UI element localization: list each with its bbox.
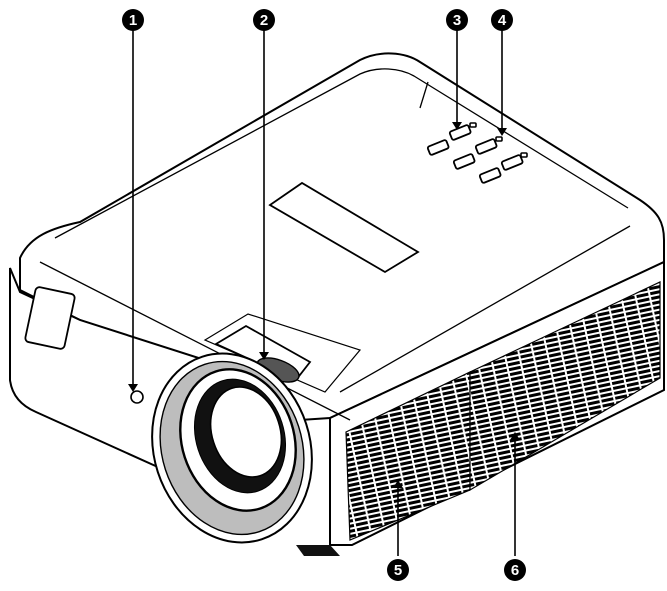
callout-number: 2: [260, 12, 268, 29]
callout-2: 2: [253, 9, 275, 31]
callout-5: 5: [387, 559, 409, 581]
status-leds: [469, 122, 528, 158]
callout-number: 3: [453, 12, 461, 29]
projector-foot: [296, 545, 340, 556]
callout-3: 3: [446, 9, 468, 31]
callout-1: 1: [122, 9, 144, 31]
leader-lines: [132, 28, 516, 556]
callout-6: 6: [504, 559, 526, 581]
ir-sensor: [130, 390, 144, 404]
lens: [151, 352, 313, 544]
body-edges: [39, 68, 631, 545]
callout-number: 4: [498, 12, 507, 29]
keypad: [426, 124, 524, 184]
callout-number: 1: [129, 12, 137, 29]
callout-number: 6: [511, 562, 519, 579]
projector-body: [9, 52, 665, 546]
front-sensor-window: [24, 286, 76, 350]
callout-number: 5: [394, 562, 402, 579]
callout-4: 4: [491, 9, 513, 31]
leader-arrowheads: [128, 122, 520, 488]
top-label-plate: [268, 181, 420, 274]
